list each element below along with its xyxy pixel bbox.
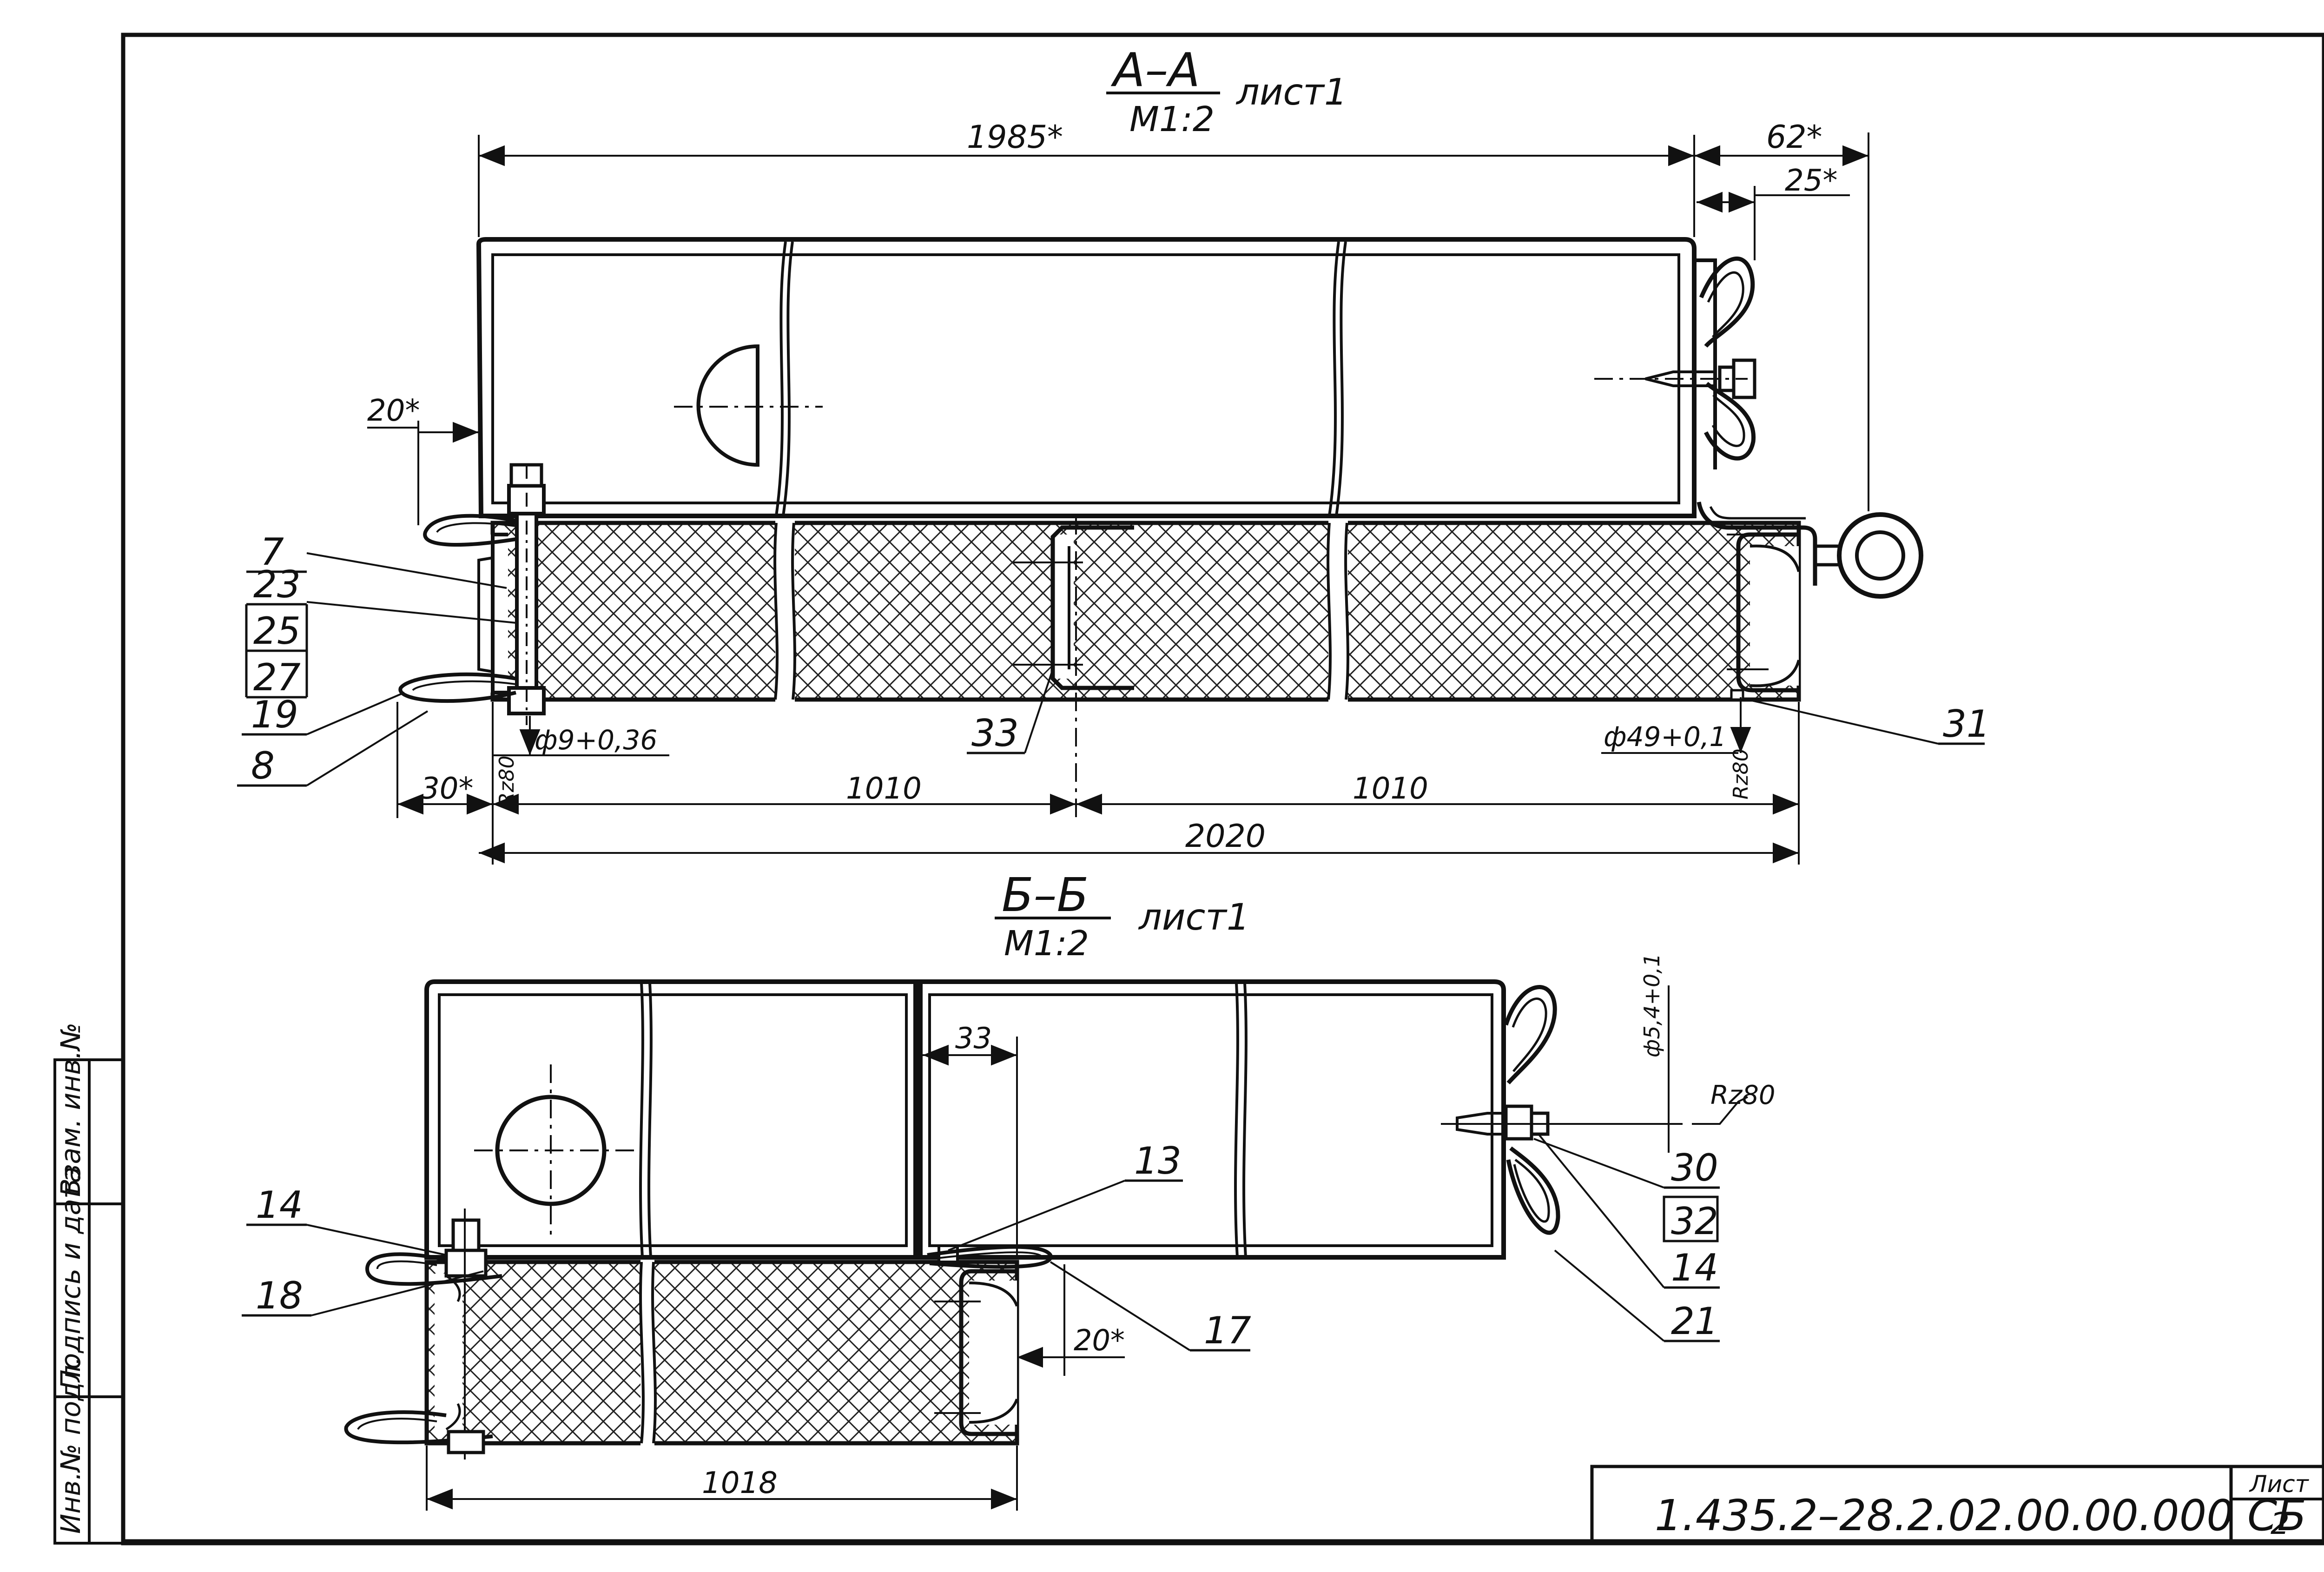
rz80-left: Rz80 xyxy=(495,755,519,806)
dim-30: 30* xyxy=(421,772,473,806)
bb-callout-18: 18 xyxy=(256,1274,303,1317)
callout-31: 31 xyxy=(1943,702,1990,746)
bb-callout-21: 21 xyxy=(1671,1300,1718,1343)
bb-round-opening xyxy=(495,1095,607,1206)
bb-callout-14-left: 14 xyxy=(256,1183,303,1227)
callout-33: 33 xyxy=(971,712,1019,755)
bb-insulated-panel xyxy=(424,1260,1019,1446)
aa-clip-bottom-left xyxy=(398,672,516,703)
side-stamp: Инв.№ подл. Подпись и дата Взам. инв.№ xyxy=(53,1023,125,1545)
bb-butterfly-lower xyxy=(1506,1146,1560,1235)
stamp-signature-label: Подпись и дата xyxy=(55,1167,86,1390)
aa-clip-top-left xyxy=(423,514,516,547)
bb-clip-bottom-left xyxy=(344,1410,493,1445)
aa-eye-ring xyxy=(1837,512,1923,599)
callout-19: 19 xyxy=(251,693,298,736)
aa-upper-shell xyxy=(476,237,1697,518)
drawing-designation: 1.435.2–28.2.02.00.00.000 СБ xyxy=(1655,1491,2306,1540)
section-bb-scale: М1:2 xyxy=(1004,924,1089,964)
bb-dim-20: 20* xyxy=(1074,1323,1125,1357)
title-block: 1.435.2–28.2.02.00.00.000 СБ Лист 2 xyxy=(1590,1465,2324,1543)
bb-callouts: 14 18 13 17 30 32 14 21 xyxy=(242,1133,1720,1352)
callout-27: 27 xyxy=(253,656,301,699)
dim-1985: 1985* xyxy=(967,119,1063,156)
bb-callout-30: 30 xyxy=(1671,1146,1718,1189)
aa-insulated-panel xyxy=(490,521,1801,702)
section-aa-scale: М1:2 xyxy=(1129,99,1215,139)
bb-callout-17: 17 xyxy=(1204,1309,1251,1352)
aa-channel-joint xyxy=(1050,525,1134,690)
bb-dim-1018: 1018 xyxy=(702,1466,778,1500)
dim-1010-left: 1010 xyxy=(846,772,922,806)
bb-clip-center xyxy=(927,1245,1053,1269)
aa-hook xyxy=(1697,502,1817,586)
callout-25: 25 xyxy=(253,609,301,653)
callout-7: 7 xyxy=(260,530,284,574)
stamp-inv-label: Инв.№ подл. xyxy=(55,1356,86,1534)
bb-callout-14-right: 14 xyxy=(1671,1246,1718,1289)
bb-callout-32: 32 xyxy=(1671,1200,1718,1243)
sheet-number: 2 xyxy=(2271,1507,2290,1541)
callout-8: 8 xyxy=(251,744,275,787)
aa-half-opening xyxy=(696,344,759,467)
dim-20: 20* xyxy=(367,394,420,428)
dim-phi9: ф9+0,36 xyxy=(535,724,657,756)
bb-rz80: Rz80 xyxy=(1710,1080,1776,1110)
dim-62: 62* xyxy=(1766,119,1822,156)
aa-butterfly-clip-lower xyxy=(1703,382,1756,461)
dim-25: 25* xyxy=(1785,164,1837,198)
section-aa: А–А М1:2 лист1 xyxy=(237,43,1990,865)
sheet-label: Лист xyxy=(2249,1471,2310,1498)
bb-dim-33: 33 xyxy=(955,1021,992,1055)
drawing-frame xyxy=(121,33,2324,1546)
aa-callout-stack: 7 23 25 27 19 8 33 31 xyxy=(237,530,1990,787)
bb-upper-box-left xyxy=(424,979,918,1260)
aa-upper-shell-inner xyxy=(491,253,1680,504)
dim-1010-right: 1010 xyxy=(1353,772,1428,806)
section-bb-sheet-ref: лист1 xyxy=(1138,897,1250,938)
section-aa-title: А–А xyxy=(1110,43,1200,97)
callout-23: 23 xyxy=(253,563,301,606)
rz80-right: Rz80 xyxy=(1729,748,1753,799)
bb-dim-phi54: ф5,4+0,1 xyxy=(1639,953,1664,1057)
bb-butterfly-upper xyxy=(1504,985,1557,1084)
dim-2020: 2020 xyxy=(1185,818,1266,855)
bb-upper-box-right xyxy=(918,979,1506,1260)
stamp-replace-label: Взам. инв.№ xyxy=(55,1023,86,1197)
bb-callout-13: 13 xyxy=(1134,1139,1182,1182)
dim-phi49: ф49+0,1 xyxy=(1604,721,1726,753)
section-bb-title: Б–Б xyxy=(1002,868,1089,922)
section-aa-sheet-ref: лист1 xyxy=(1235,72,1347,113)
section-bb: Б–Б М1:2 лист1 xyxy=(242,868,1776,1511)
aa-butterfly-clip-upper xyxy=(1699,257,1755,348)
